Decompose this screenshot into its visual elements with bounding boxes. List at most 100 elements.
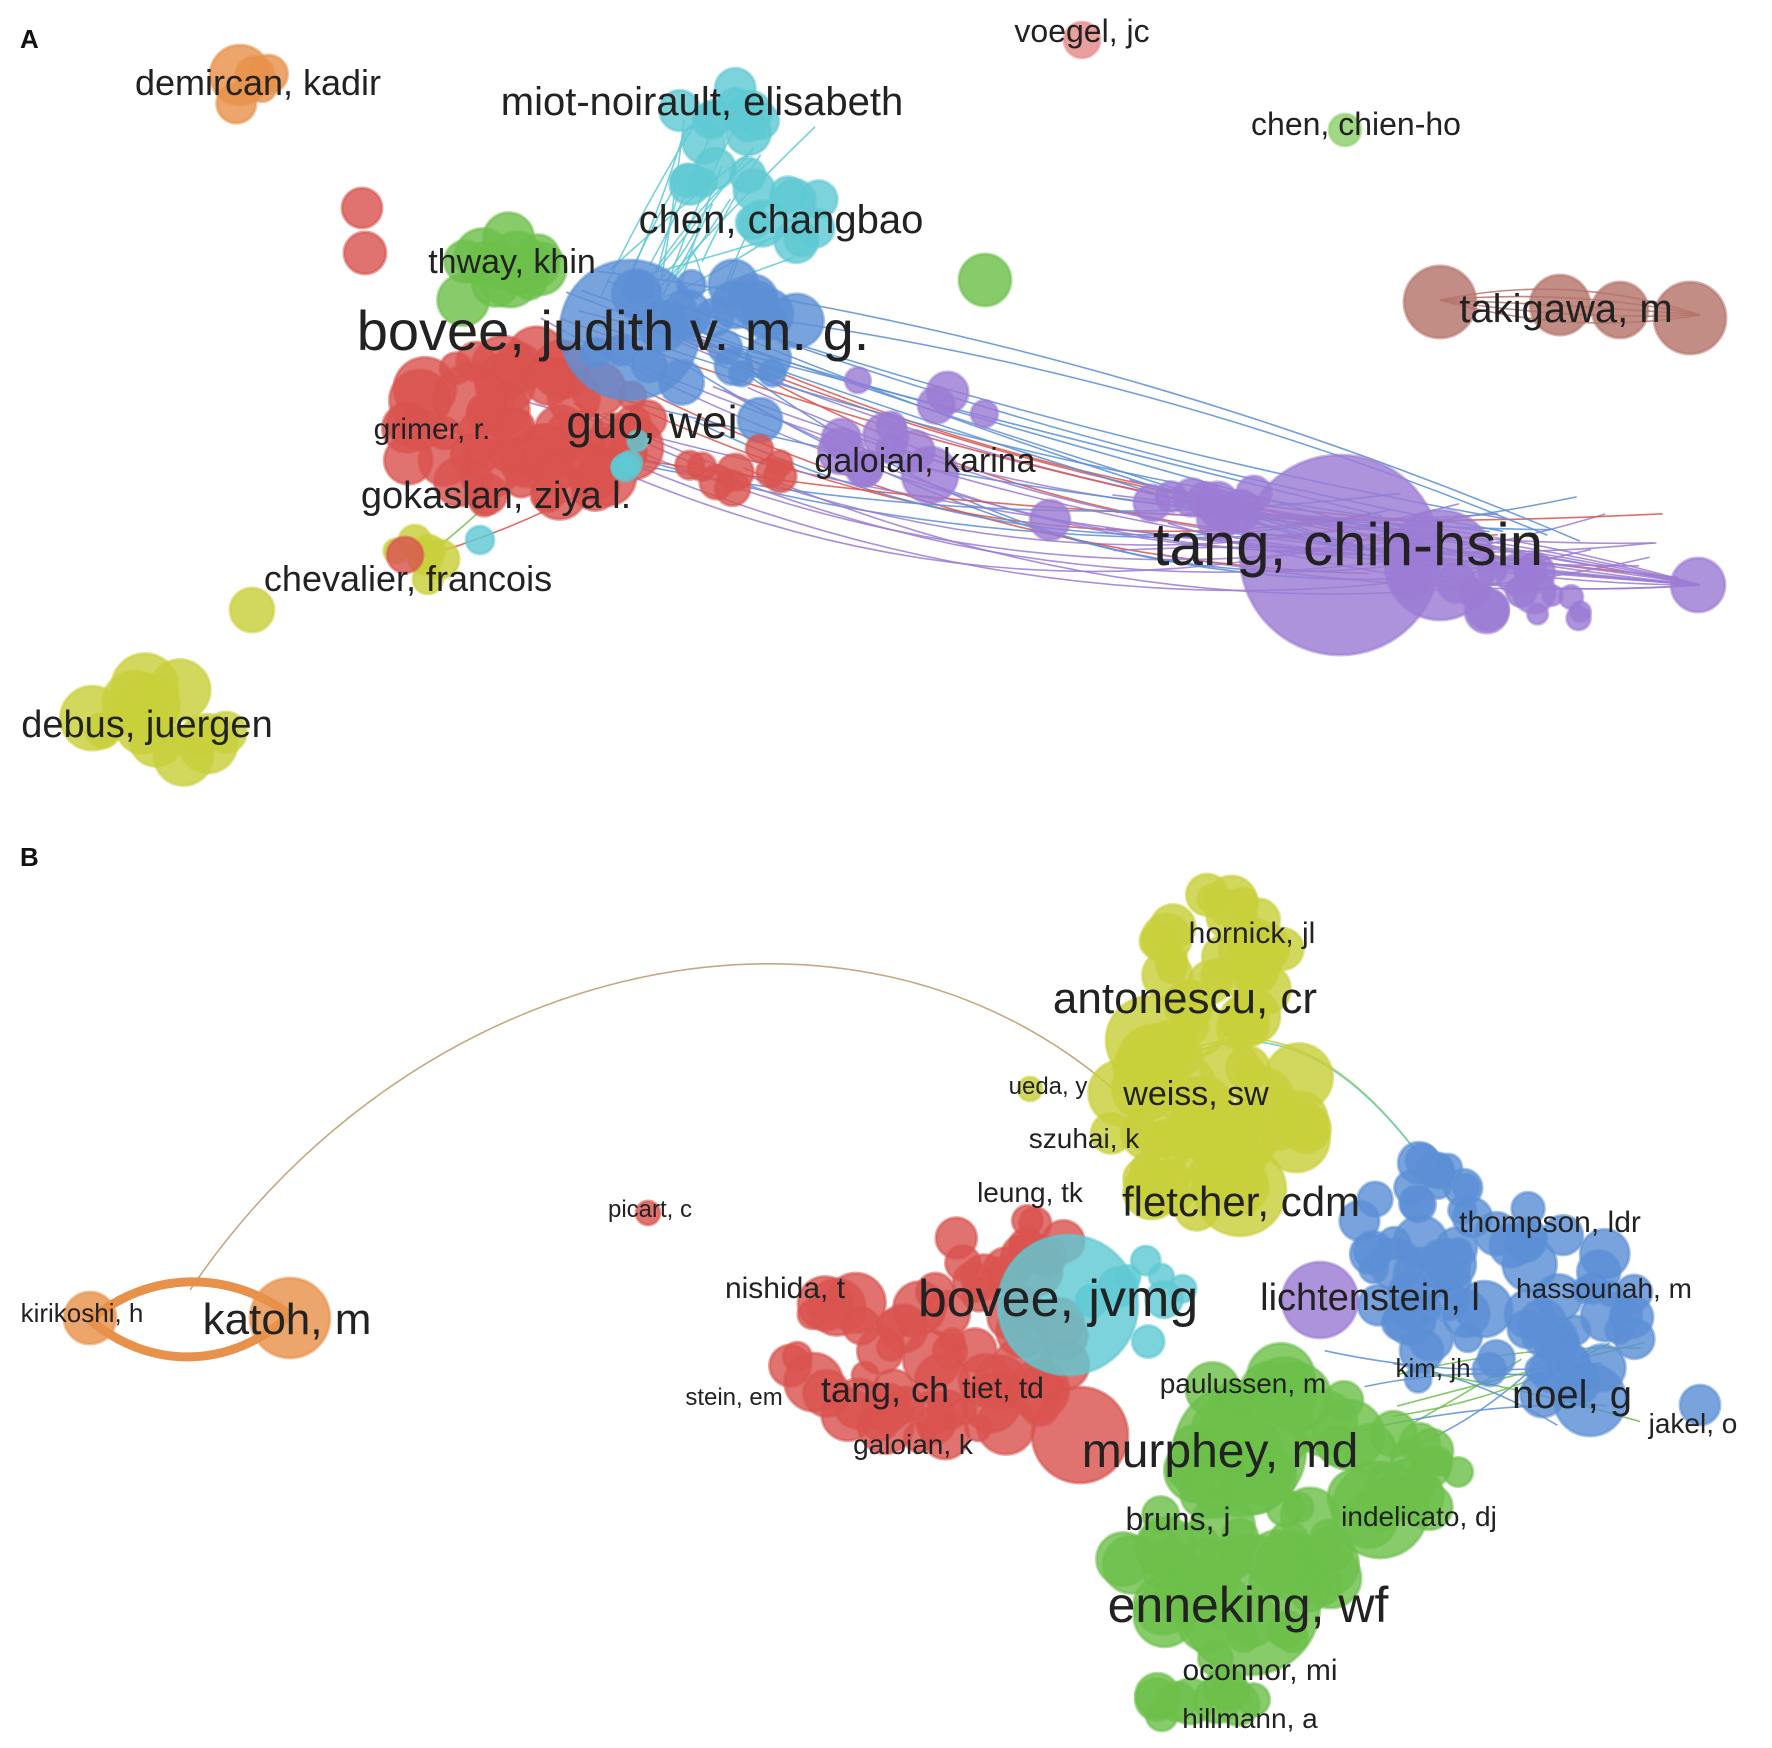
node-label: bruns, j — [1126, 1501, 1231, 1537]
network-node-red — [762, 458, 798, 494]
network-node-red — [801, 1368, 852, 1419]
network-node-blue — [1678, 1383, 1722, 1427]
network-node-cyan — [691, 100, 731, 140]
node-label: paulussen, m — [1160, 1368, 1327, 1399]
network-node-pink — [1062, 20, 1102, 60]
network-node-red — [951, 1260, 995, 1304]
network-node-green — [1369, 1409, 1418, 1458]
network-node-orange — [248, 1276, 332, 1360]
network-node-blue — [1471, 1351, 1508, 1388]
node-label: szuhai, k — [1029, 1123, 1140, 1154]
node-label: enneking, wf — [1108, 1577, 1389, 1633]
network-node-cyan — [783, 221, 820, 258]
network-node-green — [1133, 1671, 1181, 1719]
node-label: fletcher, cdm — [1122, 1178, 1360, 1225]
node-label: oconnor, mi — [1182, 1654, 1337, 1687]
network-node-purple — [1132, 483, 1172, 523]
network-node-blue — [1403, 1364, 1433, 1394]
node-label: weiss, sw — [1122, 1075, 1269, 1113]
network-node-cyan — [464, 524, 496, 556]
network-node-brown — [1590, 280, 1650, 340]
network-node-green — [1172, 1382, 1308, 1518]
panel-a-letter: A — [20, 24, 39, 54]
network-node-brown — [1402, 264, 1478, 340]
network-node-purple — [969, 398, 1000, 429]
network-node-red — [342, 230, 388, 276]
node-label: chen, changbao — [639, 198, 924, 242]
network-node-blue — [1380, 1304, 1418, 1341]
network-node-blue — [1576, 1271, 1610, 1305]
network-node-yellow — [1016, 1075, 1044, 1103]
network-node-yellow — [1238, 996, 1271, 1029]
node-label: hornick, jl — [1189, 917, 1316, 950]
panel-b-nodes — [62, 872, 1722, 1733]
network-node-lightgreen — [1327, 112, 1363, 148]
node-label: lichtenstein, l — [1260, 1277, 1480, 1319]
node-label: kirikoshi, h — [21, 1298, 144, 1328]
network-node-cyan — [1074, 1282, 1110, 1319]
network-node-purple — [1669, 556, 1727, 614]
node-label: indelicato, dj — [1341, 1501, 1497, 1532]
node-label: leung, tk — [977, 1177, 1084, 1208]
node-label: bovee, judith v. m. g. — [357, 299, 870, 362]
network-node-orange — [62, 1290, 118, 1346]
network-node-purple — [875, 433, 907, 466]
node-label: miot-noirault, elisabeth — [501, 80, 903, 124]
network-edge-cyan — [654, 126, 816, 294]
network-node-red — [963, 1413, 993, 1443]
network-node-green — [957, 252, 1013, 308]
network-node-yellow — [179, 716, 220, 757]
network-node-blue — [1415, 1294, 1443, 1322]
node-label: jakel, o — [1648, 1408, 1738, 1439]
node-label: gokaslan, ziya l. — [361, 475, 631, 517]
network-node-yellow — [228, 586, 276, 634]
network-node-cyan — [713, 66, 757, 111]
node-label: noel, g — [1512, 1373, 1632, 1417]
network-node-yellow — [147, 658, 212, 722]
network-node-red — [938, 1327, 966, 1355]
network-node-red — [861, 1382, 913, 1434]
node-label: picart, c — [608, 1196, 692, 1223]
network-node-brown — [1528, 273, 1592, 337]
network-node-red — [1030, 1385, 1130, 1485]
network-node-blue — [1473, 1210, 1520, 1257]
network-node-purple — [1383, 508, 1497, 622]
panel-b: B hornick, jl antonescu, cr ueda, y weiss, … — [20, 842, 1737, 1734]
network-node-blue — [1376, 1225, 1412, 1261]
network-node-blue — [1613, 1317, 1656, 1361]
network-node-blue — [706, 328, 744, 366]
network-node-cyan — [668, 162, 712, 207]
network-node-red — [398, 408, 442, 452]
network-node-red — [385, 535, 425, 575]
node-label: ueda, y — [1009, 1073, 1088, 1100]
network-node-red — [340, 186, 384, 230]
network-node-yellow — [1171, 1097, 1204, 1130]
node-label: tang, ch — [821, 1369, 949, 1410]
panel-b-letter: B — [20, 842, 39, 872]
node-label: antonescu, cr — [1053, 974, 1317, 1023]
network-node-red — [523, 356, 574, 407]
network-node-purple — [1194, 480, 1241, 527]
network-node-red — [432, 362, 508, 438]
network-node-blue — [727, 359, 756, 388]
network-node-yellow — [1124, 1115, 1161, 1152]
network-node-green — [1330, 1460, 1430, 1560]
network-node-red — [534, 452, 576, 494]
network-node-cyan — [996, 1233, 1140, 1377]
node-label: hassounah, m — [1516, 1273, 1692, 1304]
network-node-red — [686, 451, 718, 483]
network-node-blue — [558, 258, 702, 402]
node-label: guo, wei — [566, 396, 737, 448]
node-label: chen, chien-ho — [1251, 106, 1461, 142]
network-node-red — [841, 1306, 882, 1346]
node-label: chevalier, francois — [264, 558, 552, 599]
network-node-blue — [741, 287, 795, 341]
network-node-purple — [900, 445, 960, 505]
panel-a-nodes — [58, 20, 1728, 787]
network-node-purple — [1525, 602, 1550, 626]
network-node-blue — [1501, 1235, 1559, 1293]
network-node-blue — [1392, 1169, 1430, 1206]
network-node-green — [498, 255, 539, 296]
